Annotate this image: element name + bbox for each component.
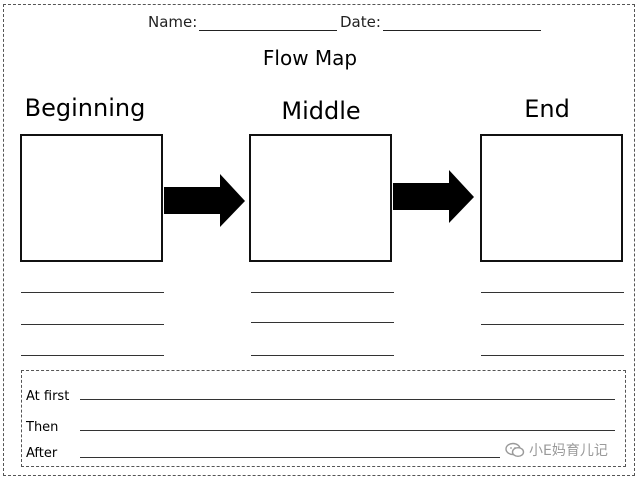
- writing-line[interactable]: [251, 322, 394, 323]
- sequence-line[interactable]: [80, 399, 615, 400]
- writing-line[interactable]: [21, 324, 164, 325]
- date-field[interactable]: Date:: [340, 13, 541, 31]
- writing-line[interactable]: [481, 324, 624, 325]
- sequence-line[interactable]: [80, 430, 615, 431]
- name-field[interactable]: Name:: [148, 13, 338, 31]
- watermark-text: 小E妈育儿记: [529, 443, 608, 459]
- name-label: Name:: [148, 13, 198, 31]
- sequence-label-then: Then: [26, 420, 59, 435]
- wechat-icon: [505, 442, 525, 458]
- sequence-line[interactable]: [80, 457, 500, 458]
- column-title-beginning: Beginning: [24, 94, 146, 122]
- end-box[interactable]: [480, 134, 623, 262]
- writing-line[interactable]: [251, 292, 394, 293]
- writing-line[interactable]: [481, 355, 624, 356]
- date-label: Date:: [340, 13, 381, 31]
- writing-line[interactable]: [21, 355, 164, 356]
- middle-box[interactable]: [249, 134, 392, 262]
- writing-line[interactable]: [251, 355, 394, 356]
- writing-line[interactable]: [21, 292, 164, 293]
- name-line[interactable]: [199, 14, 338, 31]
- sequence-box: [21, 370, 626, 467]
- date-line[interactable]: [382, 14, 541, 31]
- writing-line[interactable]: [481, 292, 624, 293]
- watermark: 小E妈育儿记: [505, 440, 608, 460]
- column-title-middle: Middle: [281, 97, 361, 125]
- arrow-right-icon: [393, 170, 474, 223]
- column-title-end: End: [524, 95, 570, 123]
- worksheet-border: [3, 4, 635, 476]
- page-title: Flow Map: [262, 46, 358, 70]
- arrow-right-icon: [164, 174, 245, 227]
- beginning-box[interactable]: [20, 134, 163, 262]
- sequence-label-after: After: [26, 446, 58, 461]
- sequence-label-at-first: At first: [26, 389, 70, 404]
